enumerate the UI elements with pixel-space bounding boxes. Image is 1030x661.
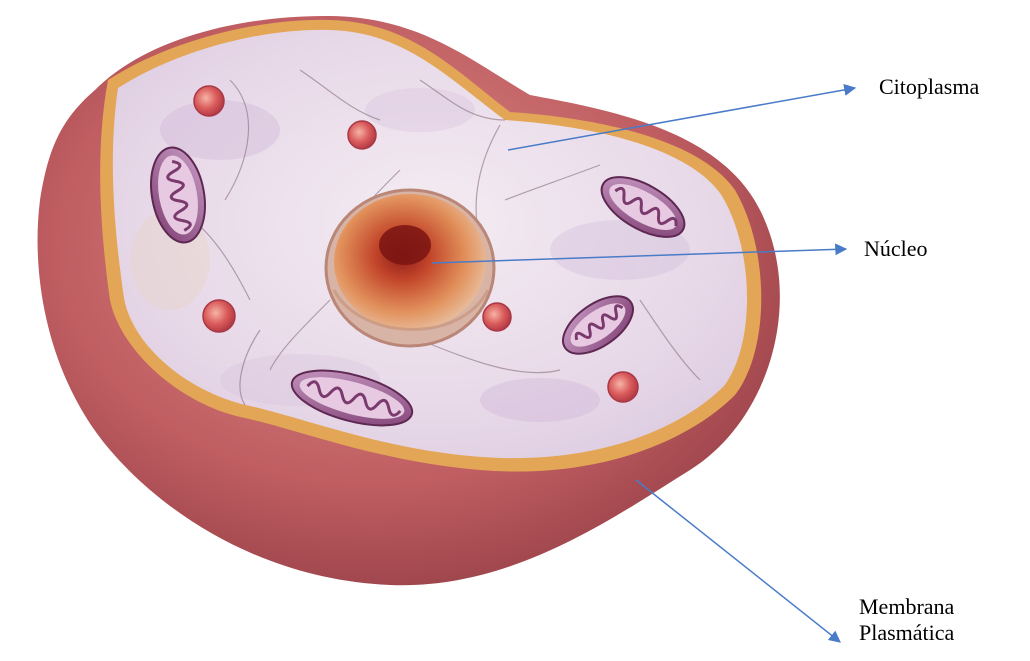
vesicle <box>483 303 511 331</box>
label-membrana-line1: Membrana <box>859 594 954 620</box>
label-citoplasma: Citoplasma <box>879 74 979 100</box>
nucleolus <box>379 225 431 265</box>
label-nucleo: Núcleo <box>864 236 928 262</box>
vesicle <box>608 372 638 402</box>
vesicle <box>348 121 376 149</box>
label-membrana-line2: Plasmática <box>859 620 954 646</box>
vesicle <box>194 86 224 116</box>
nucleus <box>326 190 494 346</box>
arrow-membrana <box>636 480 840 642</box>
label-membrana-plasmatica: Membrana Plasmática <box>859 594 954 646</box>
vesicle <box>203 300 235 332</box>
